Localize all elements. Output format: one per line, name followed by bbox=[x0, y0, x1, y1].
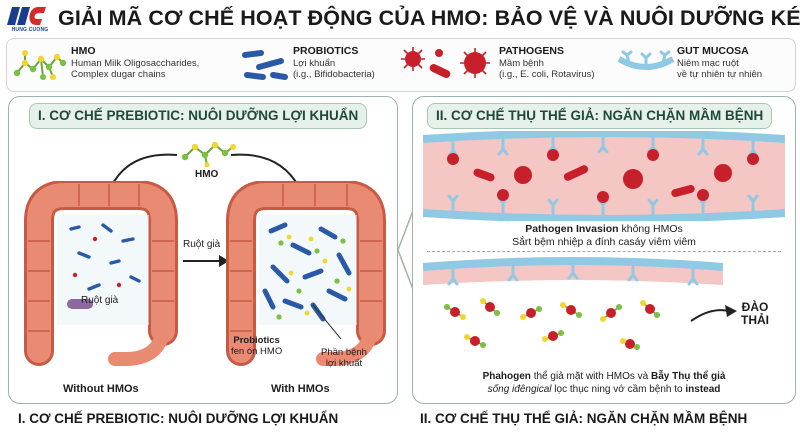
decoy-receptor-panel: II. CƠ CHẾ THỤ THỂ GIẢ: NGĂN CHẶN MẦM BỆ… bbox=[412, 96, 796, 404]
legend: HMO Human Milk Oligosaccharides, Complex… bbox=[6, 38, 796, 92]
colon-without-hmo bbox=[24, 181, 178, 366]
decoy-panel-title-box: II. CƠ CHẾ THỤ THỂ GIẢ: NGĂN CHẶN MẦM BỆ… bbox=[427, 103, 773, 129]
exit-label-line1: ĐÀO bbox=[741, 300, 769, 314]
decoy-caption-line2: sống iđêngical lọc thục ning vớ cầm bệnh… bbox=[413, 384, 795, 395]
section-divider bbox=[427, 251, 781, 252]
invasion-caption-bold: Pathogen Invasion bbox=[525, 223, 619, 235]
exit-label: ĐÀO THẢI bbox=[741, 301, 769, 327]
invasion-caption: Pathogen Invasion không HMOs bbox=[413, 223, 795, 235]
legend-pathogens-title: PATHOGENS bbox=[499, 45, 564, 57]
prebiotic-panel: I. CƠ CHẾ PREBIOTIC: NUÔI DƯỠNG LỢI KHUẨ… bbox=[8, 96, 398, 404]
legend-pathogens-line2: (i.g., E. coli, Rotavirus) bbox=[499, 69, 595, 80]
prebiotic-panel-title-box: I. CƠ CHẾ PREBIOTIC: NUÔI DƯỠNG LỢI KHUẨ… bbox=[29, 103, 368, 129]
brand-logo bbox=[7, 7, 46, 25]
legend-mucosa-title: GUT MUCOSA bbox=[677, 45, 749, 57]
decoy-caption-1a: Phahogen bbox=[482, 371, 531, 382]
prebiotic-panel-title: I. CƠ CHẾ PREBIOTIC: NUÔI DƯỠNG LỢI KHUẨ… bbox=[38, 108, 359, 123]
legend-hmo-title: HMO bbox=[71, 45, 96, 57]
pathogen-callout-line2: lợi khuất bbox=[325, 358, 363, 369]
legend-hmo-line1: Human Milk Oligosaccharides, bbox=[71, 58, 200, 69]
legend-mucosa-line2: về tự nhiên tự nhiên bbox=[677, 69, 763, 80]
arrow-label: Ruột già bbox=[183, 239, 221, 250]
panel-connector bbox=[397, 208, 414, 292]
bottom-title-right: II. CƠ CHẾ THỤ THỂ GIẢ: NGĂN CHẶN MẦM BỆ… bbox=[420, 411, 748, 426]
decoy-binding-scene bbox=[423, 257, 723, 350]
decoy-panel-title: II. CƠ CHẾ THỤ THỂ GIẢ: NGĂN CHẶN MẦM BỆ… bbox=[436, 108, 764, 123]
exit-label-line2: THẢI bbox=[741, 313, 769, 327]
hmo-molecule-icon bbox=[181, 141, 236, 167]
legend-pathogens-line1: Mầm bệnh bbox=[499, 58, 544, 69]
page-title: GIẢI MÃ CƠ CHẾ HOẠT ĐỘNG CỦA HMO: BẢO VỆ… bbox=[58, 6, 800, 30]
gut-mucosa-icon bbox=[617, 50, 675, 70]
hmo-chain-icon bbox=[13, 50, 67, 80]
decoy-caption-2b: lọc thục ning vớ cầm bệnh to bbox=[551, 384, 686, 395]
legend-mucosa-line1: Niêm mạc ruột bbox=[677, 58, 739, 69]
right-arrow bbox=[183, 255, 229, 267]
with-hmo-label: With HMOs bbox=[271, 383, 330, 395]
exit-arrow bbox=[690, 305, 737, 322]
invasion-caption-rest: không HMOs bbox=[618, 223, 683, 235]
legend-probiotics-title: PROBIOTICS bbox=[293, 45, 359, 57]
invasion-caption-line2: Sắrt bệm nhiệp a đính casáy viêm viêm bbox=[512, 236, 696, 248]
pathogen-icon bbox=[401, 47, 490, 78]
hmo-label: HMO bbox=[195, 169, 219, 180]
without-hmo-label: Without HMOs bbox=[63, 383, 139, 395]
decoy-caption-1b: thể giả mặt with HMOs và bbox=[530, 371, 651, 382]
header: HUNG CUONG GIẢI MÃ CƠ CHẾ HOẠT ĐỘNG CỦA … bbox=[0, 0, 800, 38]
decoy-caption-2a: sống iđêngical bbox=[487, 384, 552, 395]
colon-with-hmo bbox=[226, 181, 386, 366]
legend-hmo-line2: Complex dugar chains bbox=[71, 69, 166, 80]
decoy-caption-2c: instead bbox=[685, 384, 721, 395]
probiotics-icon bbox=[242, 50, 288, 80]
pathogen-callout-line1: Phần bệnh bbox=[321, 347, 367, 358]
pathogen-callout: Phần bệnh lợi khuất bbox=[321, 347, 367, 369]
probiotics-callout-line1: Probiotics bbox=[233, 335, 280, 346]
bottom-title-left: I. CƠ CHẾ PREBIOTIC: NUÔI DƯỠNG LỢI KHUẨ… bbox=[18, 411, 339, 426]
decoy-caption-1c: Bẫy Thụ thể giả bbox=[650, 371, 726, 382]
colon-label: Ruột già bbox=[81, 295, 119, 306]
probiotics-callout: Probiotics fen ón HMO bbox=[231, 335, 282, 357]
probiotics-callout-line2: fen ón HMO bbox=[231, 346, 283, 357]
legend-probiotics-line2: (i.g., Bifidobacteria) bbox=[293, 69, 375, 80]
brand-name: HUNG CUONG bbox=[11, 27, 49, 33]
decoy-caption-line1: Phahogen thể giả mặt with HMOs và Bẫy Th… bbox=[413, 371, 795, 382]
pathogen-invasion-scene bbox=[423, 131, 785, 221]
legend-probiotics-line1: Lợi khuẩn bbox=[293, 58, 336, 69]
